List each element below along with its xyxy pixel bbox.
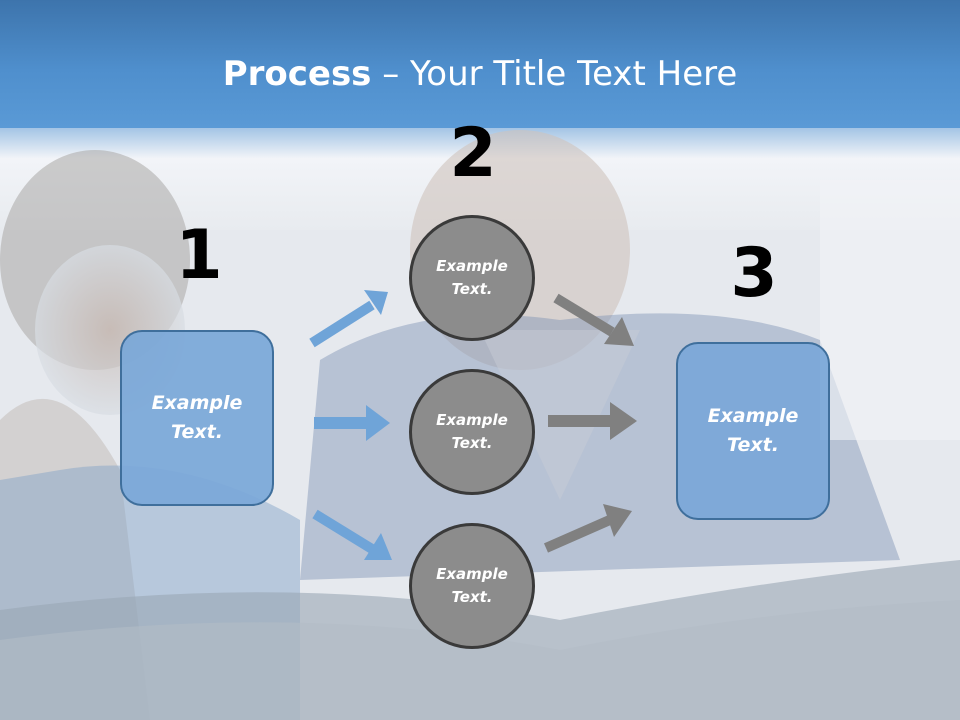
step-3-text: Example Text.: [707, 405, 799, 456]
step-number-3: 3: [730, 234, 778, 313]
step-2-circle-top: Example Text.: [409, 215, 535, 341]
step-1-box: Example Text.: [120, 330, 274, 506]
title-bold: Process: [222, 54, 372, 94]
step-2-middle-text: Example Text.: [436, 411, 508, 452]
step-number-2: 2: [449, 114, 497, 193]
title-rest: – Your Title Text Here: [371, 54, 738, 94]
step-2-circle-bottom: Example Text.: [409, 523, 535, 649]
step-number-1: 1: [175, 216, 223, 295]
step-2-top-text: Example Text.: [436, 257, 508, 298]
slide-title: Process – Your Title Text Here: [0, 52, 960, 96]
arrow-1-to-2-bottom: [312, 509, 392, 560]
step-2-bottom-text: Example Text.: [436, 565, 508, 606]
arrow-2-middle-to-3: [548, 402, 637, 440]
arrow-1-to-2-top: [309, 290, 388, 348]
arrow-2-bottom-to-3: [543, 504, 632, 553]
step-2-circle-middle: Example Text.: [409, 369, 535, 495]
arrow-2-top-to-3: [553, 293, 634, 346]
step-3-box: Example Text.: [676, 342, 830, 520]
step-1-text: Example Text.: [151, 392, 243, 443]
arrow-1-to-2-middle: [314, 405, 390, 441]
